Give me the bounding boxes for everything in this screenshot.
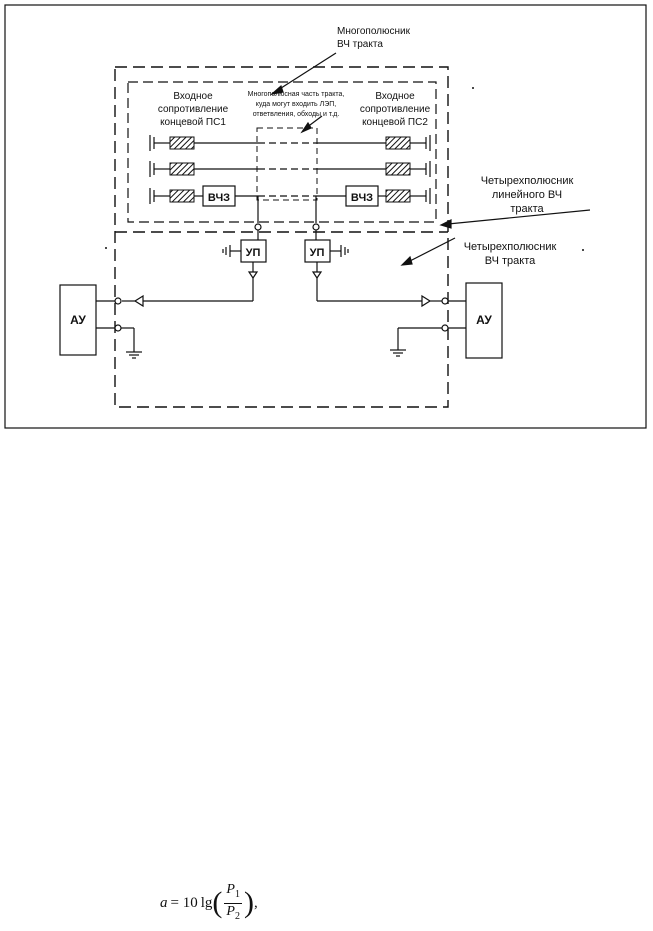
au-right-label: АУ xyxy=(476,313,492,327)
vchz-right-block: ВЧЗ xyxy=(345,185,379,207)
formula-fraction: P1 P2 xyxy=(224,882,242,925)
multipole-title-line2: ВЧ тракта xyxy=(337,39,383,50)
fourpole-linear-line2: линейного ВЧ xyxy=(492,189,562,201)
au-right-wiring xyxy=(390,297,466,357)
formula-denominator: P2 xyxy=(226,903,240,922)
middle-note-line2: куда могут входить ЛЭП, xyxy=(256,101,337,108)
vchz-left-label: ВЧЗ xyxy=(208,192,230,204)
right-impedance-line2: сопротивление xyxy=(360,104,431,115)
attenuation-formula: a = 10 lg ( P1 P2 ) , xyxy=(160,882,258,925)
formula-left-paren: ( xyxy=(212,886,223,920)
figure-frame xyxy=(4,4,647,429)
labels: Многополюсник ВЧ тракта Входное сопротив… xyxy=(158,26,574,267)
up-left-label: УП xyxy=(246,247,261,259)
up-right-label: УП xyxy=(310,247,325,259)
vchz-right-label: ВЧЗ xyxy=(351,192,373,204)
right-impedance-line3: концевой ПС2 xyxy=(362,117,428,128)
fourpole-line2: ВЧ тракта xyxy=(485,255,536,267)
formula-equals: = 10 xyxy=(170,894,198,911)
middle-section-box xyxy=(256,127,318,201)
formula-lhs: a xyxy=(160,894,168,911)
vchz-left-block: ВЧЗ xyxy=(202,185,236,207)
au-left-label: АУ xyxy=(70,313,86,327)
up-left-block: УП xyxy=(240,239,267,263)
middle-note-line3: ответвления, обходы и т.д. xyxy=(253,110,340,118)
au-right-block: АУ xyxy=(465,282,503,359)
left-impedance-line2: сопротивление xyxy=(158,104,229,115)
impedance-blocks xyxy=(169,136,411,203)
au-left-wiring xyxy=(96,297,142,359)
line-conductors xyxy=(149,135,431,204)
formula-right-paren: ) xyxy=(243,886,254,920)
formula-fn: lg xyxy=(200,894,213,911)
left-impedance-line1: Входное xyxy=(173,91,213,102)
scan-dots xyxy=(105,87,584,263)
up-right-block: УП xyxy=(304,239,331,263)
au-left-block: АУ xyxy=(59,284,97,356)
fourpole-linear-line3: тракта xyxy=(510,203,544,215)
up-wiring xyxy=(122,245,442,308)
multipole-title-line1: Многополюсник xyxy=(337,26,411,37)
right-impedance-line1: Входное xyxy=(375,91,415,102)
fourpole-linear-line1: Четырехполюсник xyxy=(481,175,574,187)
fourpole-line1: Четырехполюсник xyxy=(464,241,557,253)
middle-note-line1: Многополюсная часть тракта, xyxy=(248,91,345,98)
formula-numerator: P1 xyxy=(224,882,242,904)
inner-multipole-boundary xyxy=(127,81,437,223)
annotation-arrows xyxy=(270,52,591,266)
tap-connections xyxy=(254,196,320,240)
left-impedance-line3: концевой ПС1 xyxy=(160,117,226,128)
formula-tail: , xyxy=(253,894,258,911)
multipole-boundary xyxy=(114,66,449,408)
